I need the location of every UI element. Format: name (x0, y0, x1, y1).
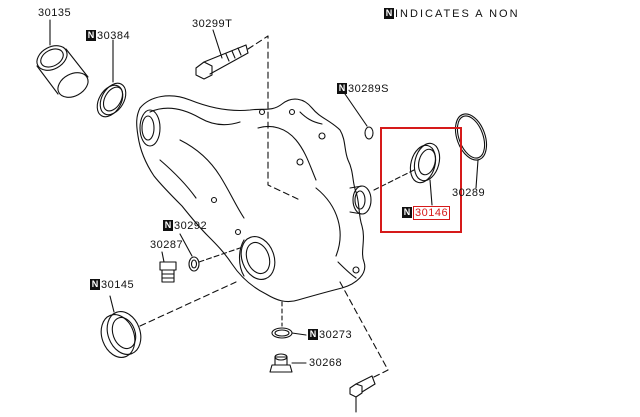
n-badge-icon: N (90, 279, 100, 290)
washer-30292 (180, 234, 240, 271)
gasket-30273 (272, 302, 306, 338)
bolt-bottom (340, 282, 388, 412)
o-ring-30289 (450, 110, 493, 188)
part-label-30135[interactable]: 30135 (38, 7, 72, 19)
o-ring-30289S (345, 94, 373, 139)
part-label-30268[interactable]: 30268 (309, 357, 343, 369)
part-label-30289[interactable]: 30289 (452, 187, 486, 199)
n-badge-icon: N (402, 207, 412, 218)
n-badge-icon: N (308, 329, 318, 340)
part-label-30299T[interactable]: 30299T (192, 18, 233, 30)
n-badge-icon: N (163, 220, 173, 231)
n-badge-icon: N (337, 83, 347, 94)
transfer-case-housing (137, 96, 371, 302)
drain-plug-30268 (270, 354, 306, 372)
n-badge-icon: N (384, 8, 394, 19)
legend-text: INDICATES A NON (395, 8, 520, 20)
bolt-30299T (196, 30, 248, 79)
n-badge-icon: N (86, 30, 96, 41)
highlight-box (380, 127, 462, 233)
plug-30287 (160, 252, 176, 282)
seal-30384 (92, 40, 131, 121)
part-label-30287[interactable]: 30287 (150, 239, 184, 251)
seal-30145 (95, 282, 236, 362)
sleeve-30135 (33, 20, 93, 102)
